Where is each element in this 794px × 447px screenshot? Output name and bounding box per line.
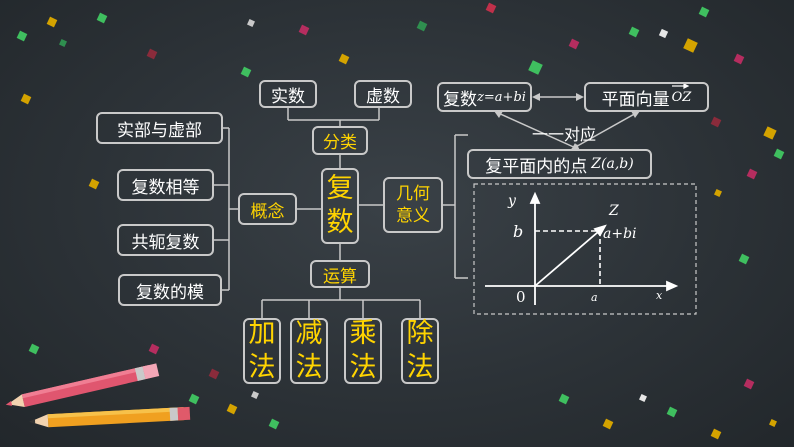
point-expression: Z(a,b) — [591, 156, 634, 172]
plane-point-box: 复平面内的点 Z(a,b) — [467, 149, 652, 179]
graph-x-label: x — [656, 289, 663, 302]
real-number-label: 实数 — [271, 86, 305, 107]
center-char-2: 数 — [326, 207, 354, 238]
operation-subtraction: 减 法 — [290, 318, 328, 384]
plane-vector-text: 平面向量 — [601, 89, 670, 110]
concept-node: 概念 — [238, 193, 297, 225]
plane-point-text: 复平面内的点 — [485, 156, 588, 177]
concept-item-conjugate: 共轭复数 — [117, 224, 214, 256]
concept-item-modulus: 复数的模 — [118, 274, 222, 306]
op-char-2: 法 — [406, 352, 434, 383]
one-to-one-caption: 一一对应 — [532, 125, 597, 144]
geometric-label-line2: 意义 — [396, 206, 430, 226]
operation-addition: 加 法 — [243, 318, 281, 384]
complex-expression: z=a+bi — [477, 89, 526, 105]
operations-node: 运算 — [310, 260, 370, 288]
operation-multiplication: 乘 法 — [344, 318, 382, 384]
plane-vector-box: 平面向量 OZ — [584, 82, 709, 112]
geometric-meaning-node: 几何 意义 — [383, 177, 443, 233]
op-char-1: 乘 — [349, 318, 377, 349]
op-char-1: 加 — [248, 318, 276, 349]
concept-item-real-imag-part: 实部与虚部 — [96, 112, 223, 144]
imaginary-number-label: 虚数 — [366, 86, 400, 107]
operations-label: 运算 — [323, 266, 357, 287]
geometric-label-line1: 几何 — [396, 184, 430, 204]
concept-item-label: 共轭复数 — [131, 232, 200, 253]
real-number-node: 实数 — [259, 80, 317, 108]
concept-item-label: 复数的模 — [136, 282, 204, 303]
concept-item-label: 复数相等 — [131, 177, 200, 198]
op-char-2: 法 — [349, 352, 377, 383]
complex-number-center-node: 复 数 — [321, 168, 359, 244]
graph-b-label: b — [513, 222, 524, 241]
graph-z-label: Z — [609, 203, 619, 219]
complex-number-text: 复数 — [443, 89, 478, 110]
operation-division: 除 法 — [401, 318, 439, 384]
op-char-2: 法 — [295, 352, 323, 383]
concept-item-label: 实部与虚部 — [117, 120, 202, 141]
imaginary-number-node: 虚数 — [354, 80, 412, 108]
graph-origin-label: 0 — [516, 288, 526, 306]
center-char-1: 复 — [326, 173, 354, 204]
concept-label: 概念 — [250, 201, 285, 222]
graph-point-label: a+bi — [603, 226, 637, 242]
graph-y-label: y — [508, 193, 516, 209]
pink-pencil — [5, 363, 160, 408]
op-char-1: 除 — [406, 318, 434, 349]
classification-label: 分类 — [323, 133, 357, 153]
orange-pencil — [29, 406, 191, 428]
graph-a-label: a — [591, 291, 598, 304]
op-char-2: 法 — [248, 352, 276, 383]
complex-number-expression-box: 复数 z=a+bi — [437, 82, 532, 112]
classification-node: 分类 — [312, 126, 368, 155]
vector-symbol: OZ — [671, 89, 692, 105]
op-char-1: 减 — [295, 318, 323, 349]
concept-item-equality: 复数相等 — [117, 169, 214, 201]
